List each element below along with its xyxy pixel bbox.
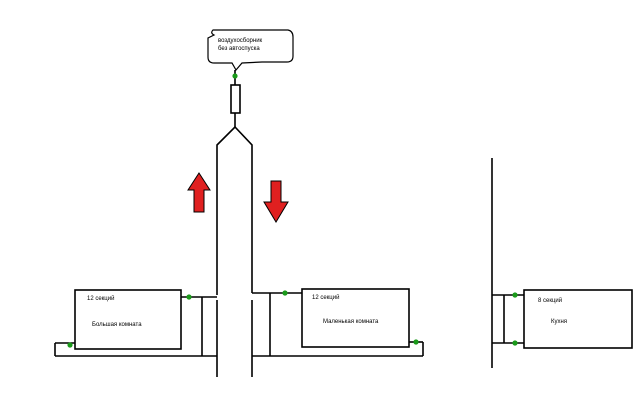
- kitchen-name: Кухня: [551, 319, 567, 325]
- valve-air-collector: [232, 73, 238, 79]
- valve-small-room-return: [413, 339, 419, 345]
- valve-kitchen-return: [512, 340, 518, 346]
- riser-and-drop-pipe: [216, 125, 253, 295]
- main-pipes: [216, 125, 253, 377]
- valve-big-room-return: [67, 342, 73, 348]
- kitchen-sections: 8 секций: [538, 297, 562, 304]
- radiator-small-room: 12 секций Маленькая комната: [301, 288, 410, 348]
- arrow-up-icon: [187, 172, 211, 213]
- kitchen-piping: [491, 158, 524, 368]
- small-room-sections: 12 секций: [312, 294, 339, 301]
- big-room-sections: 12 секций: [87, 295, 114, 302]
- air-collector-body: [230, 84, 241, 114]
- small-room-name: Маленькая комната: [323, 319, 379, 325]
- callout-line-1: воздухосборник: [218, 38, 263, 44]
- valve-big-room-supply: [186, 294, 192, 300]
- big-room-name: Большая комната: [92, 322, 142, 328]
- radiator-big-room: 12 секций Большая комната: [74, 289, 182, 350]
- air-collector-callout: воздухосборник без автоспуска: [207, 29, 294, 72]
- arrow-down-icon: [263, 180, 289, 223]
- small-room-piping: [252, 292, 424, 357]
- valve-small-room-supply: [282, 290, 288, 296]
- callout-line-2: без автоспуска: [218, 46, 260, 52]
- valve-kitchen-supply: [512, 292, 518, 298]
- radiator-kitchen: 8 секций Кухня: [523, 289, 633, 349]
